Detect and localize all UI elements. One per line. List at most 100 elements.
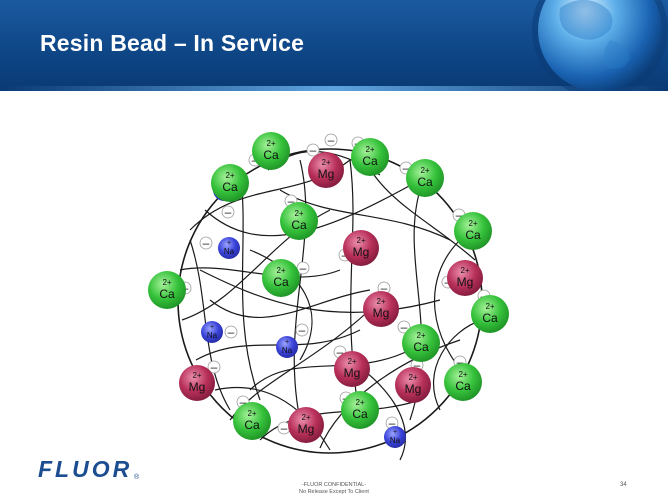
- registered-mark: ®: [134, 474, 140, 481]
- ion-charge: 2+: [420, 166, 429, 175]
- ion-charge: +: [393, 429, 397, 436]
- calcium-ion: 2+Ca: [444, 363, 482, 401]
- ion-symbol: Na: [207, 331, 218, 340]
- minus-sign: –: [401, 320, 408, 334]
- minus-sign: –: [203, 236, 210, 250]
- minus-sign: –: [240, 395, 247, 409]
- slide-header: Resin Bead – In Service: [0, 0, 668, 91]
- minus-sign: –: [337, 345, 344, 359]
- ion-symbol: Ca: [362, 154, 378, 168]
- ion-sphere: [201, 321, 223, 343]
- slide-title: Resin Bead – In Service: [40, 30, 305, 56]
- exchange-site: –: [221, 205, 235, 219]
- polymer-strand: [179, 267, 341, 278]
- polymer-strand: [209, 289, 371, 318]
- minus-sign: –: [228, 325, 235, 339]
- exchange-site: –: [224, 325, 238, 339]
- ion-symbol: Mg: [318, 167, 335, 181]
- exchange-site: –: [207, 360, 221, 374]
- minus-sign: –: [456, 208, 463, 222]
- ion-charge: 2+: [276, 266, 285, 275]
- ion-symbol: Na: [282, 346, 293, 355]
- confidential-notice: -FLUOR CONFIDENTIAL-: [301, 482, 367, 488]
- sodium-ion: +Na: [384, 426, 406, 448]
- ion-sphere: [444, 363, 482, 401]
- polymer-strand: [199, 269, 441, 314]
- minus-sign: –: [310, 143, 317, 157]
- ion-symbol: Mg: [189, 380, 206, 394]
- polymer-strand: [293, 159, 307, 421]
- ion-charge: 2+: [192, 371, 201, 380]
- minus-sign: –: [281, 421, 288, 435]
- ion-charge: 2+: [321, 158, 330, 167]
- ion-symbol: Ca: [291, 218, 307, 232]
- minus-sign: –: [300, 261, 307, 275]
- calcium-ion: 2+Ca: [341, 391, 379, 429]
- ion-sphere: [402, 324, 440, 362]
- sodium-ion: +Na: [201, 321, 223, 343]
- page-number: 34: [620, 482, 627, 488]
- ion-charge: +: [285, 339, 289, 346]
- ion-charge: 2+: [266, 139, 275, 148]
- ion-symbol: Ca: [352, 407, 368, 421]
- ion-charge: 2+: [468, 219, 477, 228]
- ion-sphere: [252, 132, 290, 170]
- minus-circle: [199, 236, 213, 250]
- polymer-strand: [249, 349, 411, 391]
- ion-symbol: Mg: [344, 366, 361, 380]
- ion-sphere: [395, 367, 431, 403]
- calcium-ion: 2+Ca: [406, 159, 444, 197]
- ion-symbol: Ca: [159, 287, 175, 301]
- ion-sphere: [406, 159, 444, 197]
- magnesium-ion: 2+Mg: [363, 291, 399, 327]
- release-notice: No Release Except To Client: [299, 489, 369, 495]
- ion-sphere: [341, 391, 379, 429]
- minus-circle: [207, 360, 221, 374]
- magnesium-ion: 2+Mg: [288, 407, 324, 443]
- polymer-strand: [279, 189, 451, 241]
- ion-charge: 2+: [365, 145, 374, 154]
- minus-sign: –: [225, 205, 232, 219]
- sodium-ion: +Na: [218, 237, 240, 259]
- minus-sign: –: [414, 358, 421, 372]
- ion-charge: 2+: [301, 413, 310, 422]
- fluor-logo: FLUOR: [38, 456, 133, 482]
- exchange-site: –: [199, 236, 213, 250]
- ion-symbol: Ca: [222, 180, 238, 194]
- minus-sign: –: [457, 355, 464, 369]
- ion-symbol: Na: [390, 436, 401, 445]
- minus-circle: [324, 133, 338, 147]
- ion-symbol: Ca: [273, 275, 289, 289]
- minus-circle: [224, 325, 238, 339]
- ion-symbol: Ca: [455, 379, 471, 393]
- ion-symbol: Mg: [373, 306, 390, 320]
- calcium-ion: 2+Ca: [351, 138, 389, 176]
- minus-sign: –: [389, 416, 396, 430]
- ion-sphere: [280, 202, 318, 240]
- minus-sign: –: [288, 194, 295, 208]
- calcium-ion: 2+Ca: [211, 164, 249, 202]
- exchange-site: –: [306, 143, 320, 157]
- ion-symbol: Mg: [353, 245, 370, 259]
- ion-sphere: [454, 212, 492, 250]
- ion-sphere: [308, 152, 344, 188]
- polymer-strand: [433, 319, 483, 411]
- ion-symbol: Mg: [298, 422, 315, 436]
- ion-charge: 2+: [376, 297, 385, 306]
- polymer-strand: [259, 399, 421, 441]
- globe-icon: [532, 0, 668, 91]
- header-stripe: [0, 86, 668, 91]
- ion-sphere: [334, 351, 370, 387]
- ion-charge: 2+: [294, 209, 303, 218]
- ion-sphere: [288, 407, 324, 443]
- ion-charge: +: [210, 324, 214, 331]
- minus-sign: –: [403, 161, 410, 175]
- calcium-ion: 2+Ca: [280, 202, 318, 240]
- ion-sphere: [363, 291, 399, 327]
- ion-charge: 2+: [355, 398, 364, 407]
- minus-sign: –: [299, 323, 306, 337]
- magnesium-ion: 2+Mg: [343, 230, 379, 266]
- ion-symbol: Ca: [244, 418, 260, 432]
- minus-sign: –: [381, 281, 388, 295]
